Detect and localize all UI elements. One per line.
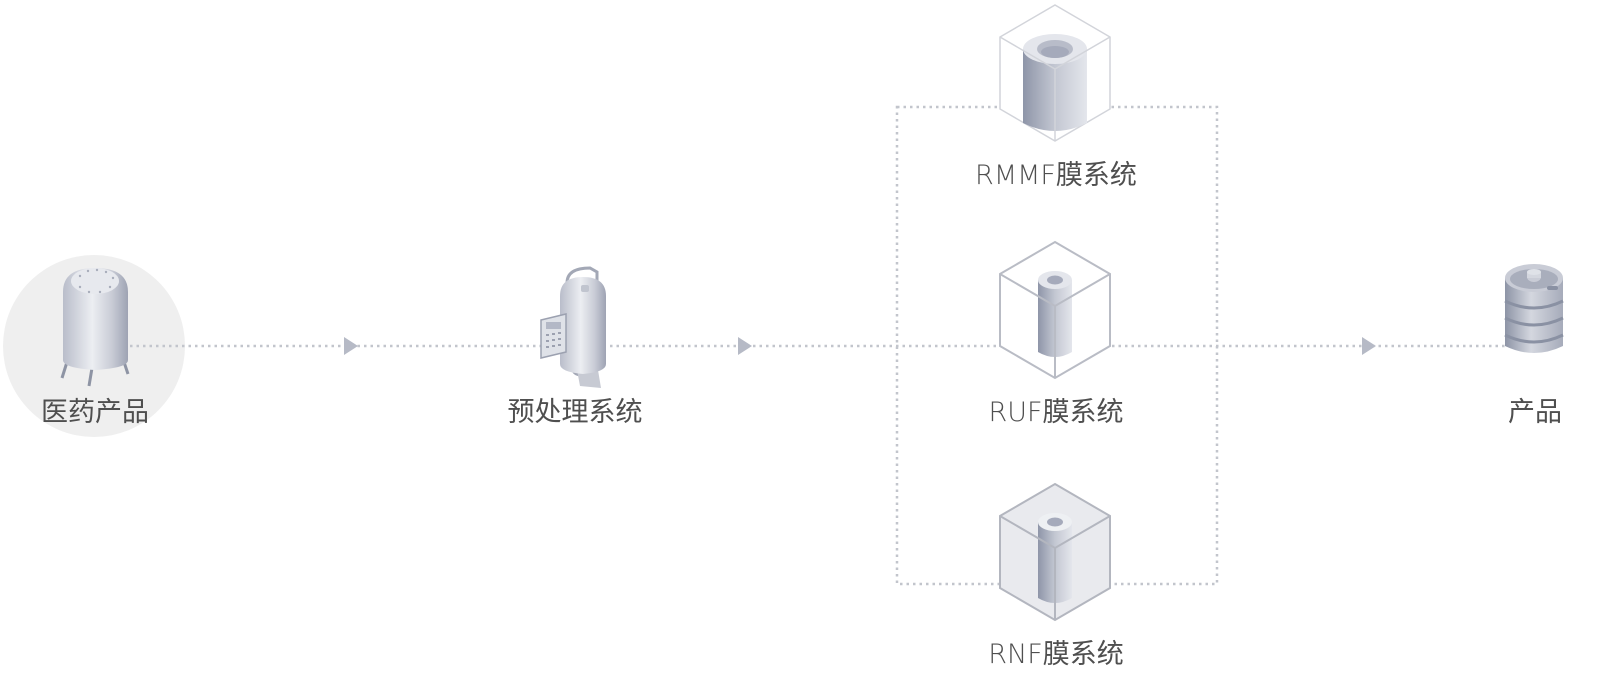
arrow-icon (344, 337, 358, 355)
membrane-module-icon (999, 240, 1111, 380)
node-label-product: 产品 (1508, 397, 1562, 428)
arrow-icon (1362, 337, 1376, 355)
node-label-pretreatment: 预处理系统 (507, 397, 643, 428)
storage-tank-icon (60, 268, 130, 387)
node-label-rnf: RNF膜系统 (988, 639, 1124, 670)
node-label-source: 医药产品 (41, 397, 149, 428)
arrow-icon (738, 337, 752, 355)
pretreatment-vessel-icon (540, 266, 606, 388)
keg-icon (1504, 264, 1564, 353)
membrane-module-icon (999, 482, 1111, 622)
node-label-rmmf: RMMF膜系统 (975, 160, 1137, 191)
node-label-ruf: RUF膜系统 (988, 397, 1124, 428)
membrane-module-icon (999, 4, 1111, 142)
